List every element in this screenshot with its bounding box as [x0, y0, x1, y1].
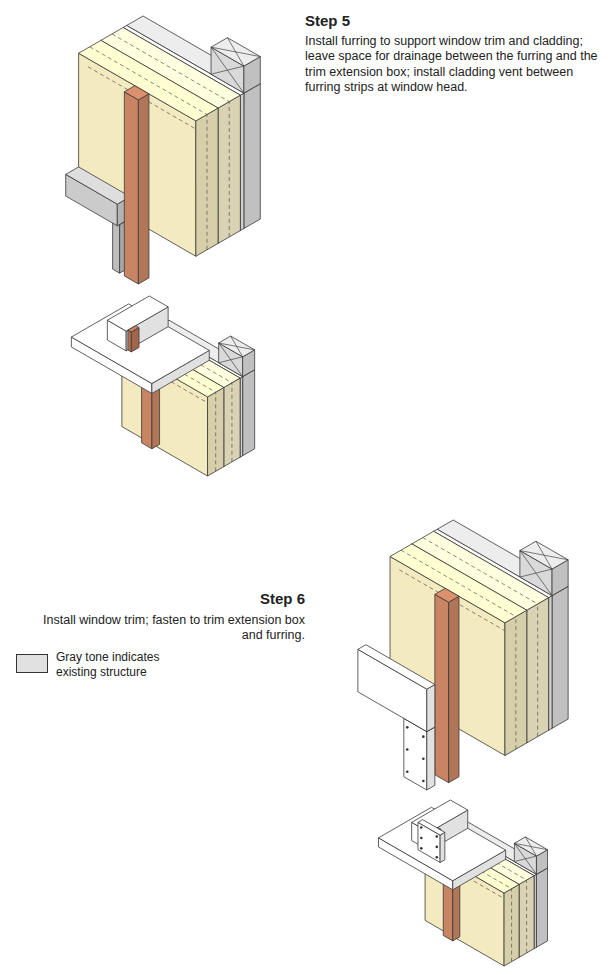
layer-face — [536, 868, 547, 947]
layer-face — [219, 336, 255, 357]
fastener-dot — [406, 748, 409, 751]
layer-face — [244, 84, 260, 229]
fastener-dot — [420, 847, 423, 850]
layer-face — [440, 832, 445, 862]
fastener-dot — [422, 758, 425, 761]
wall-detail — [378, 800, 547, 966]
assembly-layer — [211, 38, 260, 93]
layer-face — [113, 220, 120, 273]
layer-face — [449, 596, 459, 782]
fastener-dot — [422, 735, 425, 738]
wall-detail — [66, 16, 261, 284]
fastener-dot — [435, 835, 438, 838]
layer-face — [124, 92, 138, 284]
layer-face — [435, 588, 459, 602]
assembly-layer — [520, 541, 568, 595]
wall-detail — [358, 520, 568, 790]
assembly-layer — [435, 588, 459, 782]
assembly-layer — [514, 837, 547, 874]
layer-face — [358, 645, 435, 689]
dashed-line — [526, 880, 527, 953]
framing-cross — [219, 343, 243, 377]
framing-cross — [520, 551, 552, 596]
assembly-layer — [219, 336, 255, 377]
layer-face — [504, 884, 519, 966]
layer-face — [435, 594, 449, 782]
fastener-dot — [435, 856, 438, 859]
dashed-line — [215, 392, 216, 471]
framing-cross — [520, 551, 568, 560]
framing-cross — [211, 47, 244, 93]
assembly-layer — [66, 167, 130, 226]
legend-entry: Gray tone indicates existing structure — [16, 650, 186, 682]
layer-face — [549, 596, 552, 731]
step-note: Install furring to support window trim a… — [305, 34, 603, 95]
dashed-line — [231, 383, 232, 462]
layer-face — [427, 727, 435, 790]
layer-face — [224, 378, 240, 467]
layer-face — [196, 108, 218, 256]
layer-face — [138, 94, 149, 284]
layer-face — [208, 387, 224, 476]
layer-face — [66, 167, 130, 204]
assembly-layer — [418, 820, 445, 863]
legend-label: Gray tone indicates existing structure — [56, 650, 176, 679]
layer-face — [243, 370, 255, 456]
layer-face — [128, 326, 139, 332]
layer-face — [128, 330, 131, 352]
dashed-line — [229, 102, 230, 237]
layer-face — [519, 876, 534, 958]
framing-cross — [514, 843, 536, 874]
layer-face — [418, 820, 445, 836]
fastener-dot — [406, 726, 409, 729]
step-note: Install window trim; fasten to trim exte… — [20, 613, 305, 644]
framing-cross — [514, 843, 547, 849]
fastener-dot — [420, 826, 423, 829]
layer-face — [527, 598, 549, 743]
layer-face — [427, 685, 435, 732]
fastener-dot — [422, 780, 425, 783]
fastener-dot — [406, 770, 409, 773]
wall-detail — [71, 296, 254, 476]
assembly-layer — [358, 645, 435, 732]
step-heading: Step 6 — [20, 590, 305, 608]
assembly-layer — [128, 326, 139, 352]
layer-face — [124, 86, 149, 100]
assembly-layer — [107, 296, 168, 351]
fastener-dot — [435, 846, 438, 849]
layer-face — [218, 95, 240, 243]
dashed-line — [515, 617, 516, 750]
dashed-line — [511, 889, 512, 962]
layer-face — [514, 837, 547, 856]
layer-face — [412, 800, 468, 832]
step-heading: Step 5 — [305, 12, 595, 30]
layer-face — [552, 586, 568, 728]
dashed-line — [206, 114, 207, 249]
layer-face — [107, 296, 168, 331]
layer-face — [505, 610, 527, 755]
fastener-dot — [420, 837, 423, 840]
layer-face — [240, 93, 244, 230]
assembly-layer — [124, 86, 149, 284]
framing-cross — [219, 343, 255, 350]
framing-cross — [211, 47, 260, 56]
layer-face — [520, 541, 568, 569]
dashed-line — [537, 604, 538, 737]
layer-face — [211, 38, 260, 66]
legend-swatch — [16, 654, 48, 673]
